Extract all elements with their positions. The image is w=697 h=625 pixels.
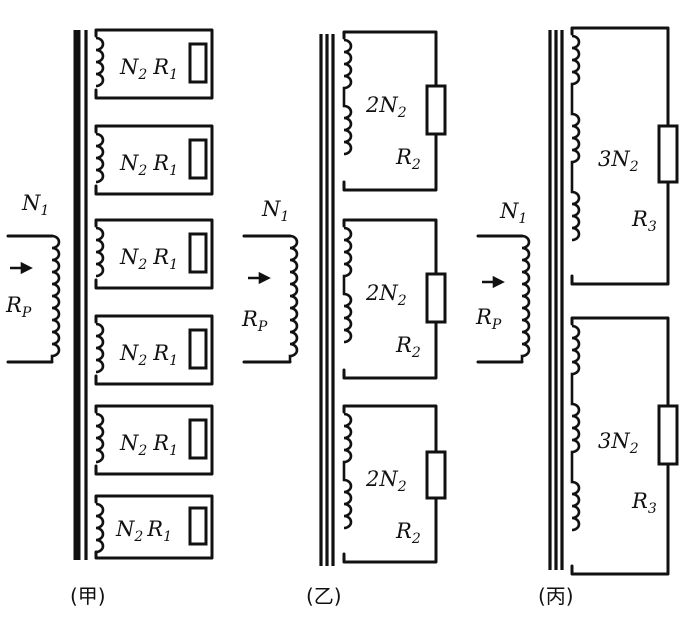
panel-bing: N1 RP 3N2 R3 3N2 R3 (丙) [475,26,679,608]
secondary-res-label: R3 [631,489,657,517]
panel-caption: (乙) [306,584,342,608]
panel-yi: N1 RP 2N2 R2 2N2 R2 2N2 R2 (乙) [241,30,447,608]
secondary-coil-label: 2N2 [365,281,407,309]
secondary-coil-label: 3N2 [598,147,639,175]
panel-caption: (甲) [70,584,106,608]
secondary-unit: 2N2 R2 [342,30,447,192]
primary-current-label: RP [475,305,502,333]
panel-caption: (丙) [538,584,574,608]
primary-winding: N1 RP [5,191,61,364]
secondary-coil-label: 3N2 [598,429,639,457]
secondary-unit: 3N2 R3 [570,316,679,576]
primary-winding: N1 RP [241,197,299,364]
secondary-res-label: R3 [631,207,657,235]
current-arrow-icon [10,261,33,275]
secondary-res-label: R2 [395,145,421,173]
secondary-res-label: R2 [395,333,421,361]
secondary-unit: 2N2 R2 [342,218,447,380]
secondary-unit: 3N2 R3 [570,26,679,286]
primary-turns-label: N1 [21,191,49,219]
primary-turns-label: N1 [499,199,527,227]
secondary-coil-label: 2N2 [365,467,407,495]
secondary-res-label: R2 [395,519,421,547]
current-arrow-icon [482,275,505,289]
current-arrow-icon [248,271,271,285]
primary-turns-label: N1 [261,197,289,225]
primary-winding: N1 RP [475,199,531,364]
primary-current-label: RP [241,307,268,335]
primary-current-label: RP [5,293,32,321]
secondary-unit: 2N2 R2 [342,404,447,564]
secondary-coil-label: 2N2 [365,93,407,121]
